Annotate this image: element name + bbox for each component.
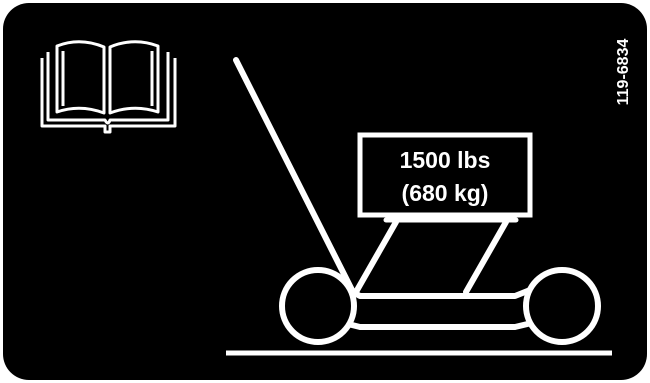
- load-capacity-kg: (680 kg): [402, 180, 489, 206]
- front-wheel: [282, 270, 354, 342]
- rear-wheel: [526, 270, 598, 342]
- load-capacity-lbs: 1500 lbs: [400, 147, 491, 173]
- part-number: 119-6834: [615, 39, 632, 106]
